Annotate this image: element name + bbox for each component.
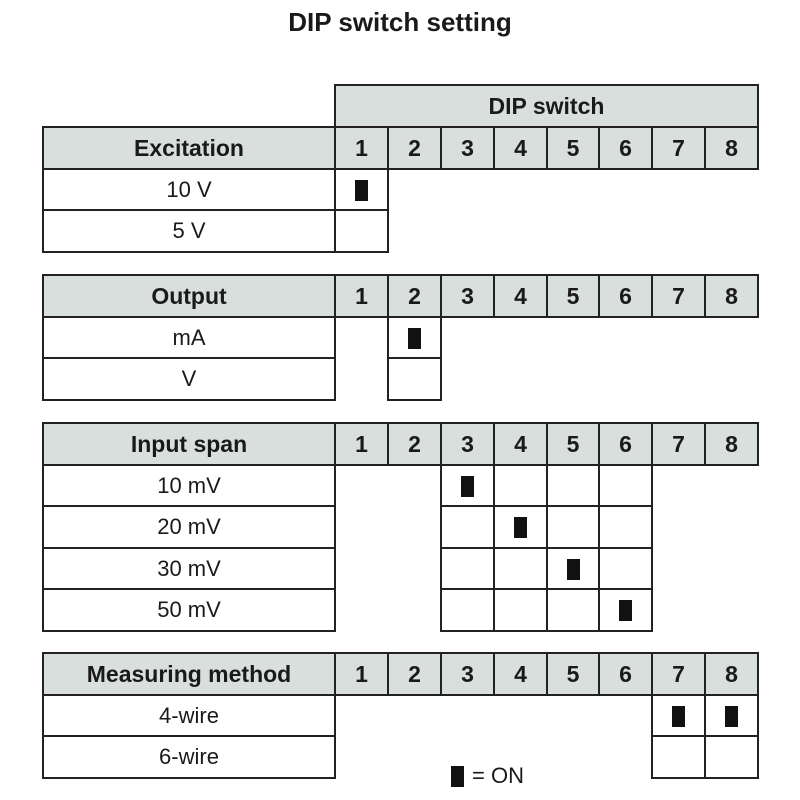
switch-number-header: 6 [598,422,653,466]
on-marker-icon [451,765,464,787]
switch-number-header: 5 [546,126,600,170]
switch-number-header: 8 [704,126,759,170]
switch-number-header: 8 [704,652,759,696]
switch-number-header: 2 [387,274,442,318]
switch-cell-1 [334,168,389,212]
option-label: 5 V [42,209,336,253]
group-header-label: Measuring method [42,652,336,696]
page-title: DIP switch setting [288,7,512,37]
option-label: 4-wire [42,694,336,738]
switch-number-header: 6 [598,652,653,696]
switch-cell-2 [387,357,442,401]
switch-number-header: 7 [651,422,706,466]
on-marker-icon [566,558,580,580]
switch-cell-3 [440,547,495,591]
switch-number-header: 1 [334,274,389,318]
switch-number-header: 3 [440,126,495,170]
switch-number-header: 7 [651,652,706,696]
option-label: 10 V [42,168,336,212]
option-label: 50 mV [42,588,336,632]
option-label: V [42,357,336,401]
switch-number-header: 6 [598,274,653,318]
switch-cell-3 [440,464,495,508]
switch-cell-4 [493,547,548,591]
option-label: mA [42,316,336,360]
option-label: 30 mV [42,547,336,591]
switch-number-header: 2 [387,126,442,170]
option-label: 20 mV [42,505,336,549]
legend: = ON [451,763,524,789]
option-label: 6-wire [42,735,336,779]
switch-cell-6 [598,547,653,591]
switch-cell-4 [493,588,548,632]
switch-cell-6 [598,588,653,632]
dip-switch-header: DIP switch [334,84,759,128]
switch-number-header: 5 [546,422,600,466]
switch-cell-7 [651,694,706,738]
switch-number-header: 7 [651,126,706,170]
on-marker-icon [355,179,368,201]
on-marker-icon [672,705,685,727]
switch-cell-3 [440,505,495,549]
switch-number-header: 3 [440,422,495,466]
switch-number-header: 6 [598,126,653,170]
group-header-label: Input span [42,422,336,466]
switch-number-header: 7 [651,274,706,318]
switch-number-header: 4 [493,274,548,318]
switch-number-header: 2 [387,422,442,466]
switch-number-header: 3 [440,274,495,318]
legend-text: = ON [472,763,524,788]
group-header-label: Output [42,274,336,318]
on-marker-icon [461,475,474,497]
switch-number-header: 1 [334,422,389,466]
switch-cell-5 [546,464,600,508]
on-marker-icon [619,599,632,621]
switch-number-header: 8 [704,422,759,466]
switch-number-header: 4 [493,652,548,696]
switch-cell-7 [651,735,706,779]
switch-number-header: 1 [334,652,389,696]
switch-number-header: 8 [704,274,759,318]
switch-number-header: 1 [334,126,389,170]
switch-number-header: 5 [546,274,600,318]
group-header-label: Excitation [42,126,336,170]
switch-cell-5 [546,588,600,632]
on-marker-icon [514,516,527,538]
switch-cell-8 [704,735,759,779]
switch-cell-1 [334,209,389,253]
switch-number-header: 4 [493,126,548,170]
switch-number-header: 2 [387,652,442,696]
switch-cell-3 [440,588,495,632]
switch-cell-2 [387,316,442,360]
switch-cell-4 [493,464,548,508]
switch-cell-4 [493,505,548,549]
option-label: 10 mV [42,464,336,508]
switch-number-header: 4 [493,422,548,466]
switch-cell-6 [598,464,653,508]
switch-cell-5 [546,547,600,591]
switch-number-header: 5 [546,652,600,696]
on-marker-icon [725,705,738,727]
switch-cell-5 [546,505,600,549]
switch-cell-8 [704,694,759,738]
switch-number-header: 3 [440,652,495,696]
on-marker-icon [408,327,421,349]
switch-cell-6 [598,505,653,549]
